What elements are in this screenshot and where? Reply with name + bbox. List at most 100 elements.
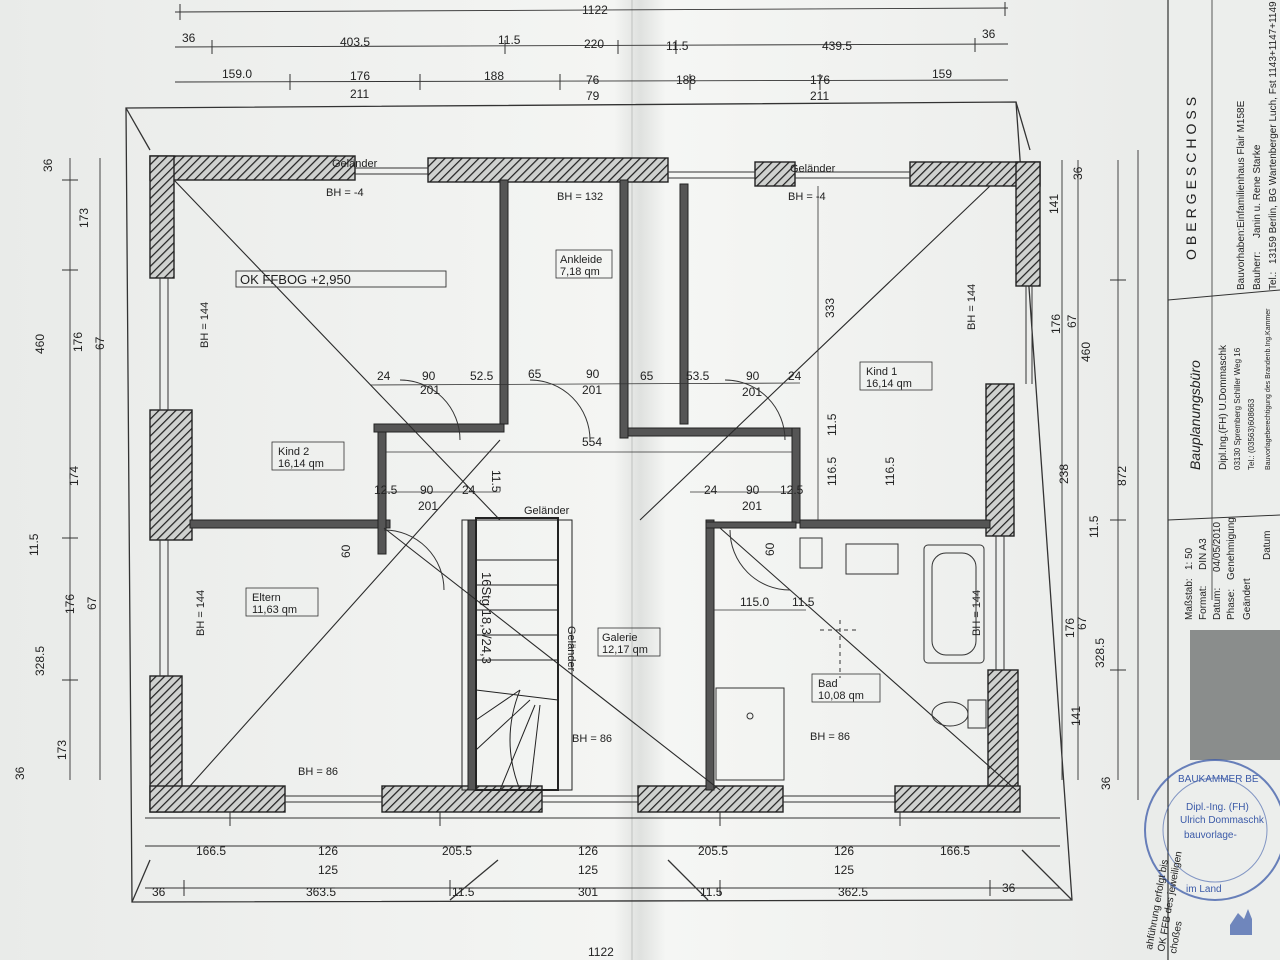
dim-top-total: 1122: [582, 3, 608, 17]
dim-bot-r1-2: 205.5: [442, 844, 472, 858]
room-name: Bad: [818, 678, 838, 690]
railing-label-galerie: Geländer: [565, 626, 577, 672]
dim-i-201a: 201: [420, 383, 440, 397]
room-area: 10,08 qm: [818, 690, 864, 702]
sill-height-bottom-mid: BH = 86: [572, 733, 612, 745]
door-swings: [383, 379, 823, 591]
dim-i-201c: 201: [742, 385, 762, 399]
room-area: 16,14 qm: [278, 458, 324, 470]
dim-top-r2-5: 176: [810, 73, 830, 87]
dim-i-554: 554: [582, 435, 602, 449]
stamp-mid1: Dipl.-Ing. (FH): [1186, 802, 1249, 813]
dim-i-201d: 201: [418, 499, 438, 513]
dim-top-r2-6: 159: [932, 67, 952, 81]
dim-bot-r1-6: 166.5: [940, 844, 970, 858]
dimension-ticks: [62, 2, 1126, 896]
tb-datum-label: Datum:: [1212, 588, 1223, 620]
stamp-bear-icon: [1230, 909, 1252, 935]
sill-height-bottom-right: BH = 86: [810, 731, 850, 743]
dim-i-60b: 60: [763, 542, 777, 556]
dim-right-o-8: 872: [1115, 466, 1129, 486]
tb-phase-label: Phase:: [1226, 589, 1237, 620]
dim-top-r2s-1: 79: [586, 89, 600, 103]
dim-i-90a: 90: [422, 369, 436, 383]
sill-height-top-left: BH = -4: [326, 187, 364, 199]
dim-right-o-6: 141: [1069, 706, 1083, 726]
dim-i-115: 11.5: [489, 470, 503, 493]
dim-bot-r1-4: 205.5: [698, 844, 728, 858]
dim-i-65a: 65: [528, 367, 542, 381]
dim-right-o-1: 141: [1047, 194, 1061, 214]
dim-bot-r1-0: 166.5: [196, 844, 226, 858]
dim-bot-r2-1: 363.5: [306, 885, 336, 899]
tb-phase: Genehmigung: [1226, 517, 1237, 580]
sill-height-bottom-left: BH = 86: [298, 766, 338, 778]
dim-bot-total: 1122: [588, 945, 614, 959]
room-area: 16,14 qm: [866, 378, 912, 390]
dim-left-o-1: 173: [77, 208, 91, 228]
dim-top-r1-1: 403.5: [340, 35, 370, 49]
dim-right-o-5: 328.5: [1093, 638, 1107, 668]
dim-top-r2s-0: 211: [350, 87, 369, 101]
dim-right-o-7: 36: [1099, 776, 1113, 790]
dim-i-125a: 12.5: [374, 483, 398, 497]
dim-right-i-3: 67: [1075, 616, 1089, 630]
dim-bot-r1-5: 126: [834, 844, 854, 858]
room-name: Galerie: [602, 632, 637, 644]
tb-bauvorhaben: Einfamilienhaus Flair M158E: [1236, 100, 1247, 228]
railing-label-stairs: Geländer: [524, 505, 570, 517]
dimension-lines: [69, 7, 1139, 889]
room-kind1: Kind 1 16,14 qm: [859, 361, 933, 391]
dim-i-90c: 90: [746, 369, 760, 383]
dim-i-115c: 11.5: [792, 595, 815, 609]
dim-i-333: 333: [823, 298, 837, 318]
dim-left-i-4: 67: [85, 596, 99, 610]
tb-sheet: OBERGESCHOSS: [1183, 93, 1199, 260]
tb-margin-note: Bauvorlageberechtigung des Brandenb.Ing.…: [1265, 308, 1272, 470]
room-area: 7,18 qm: [560, 266, 600, 278]
dim-i-60: 60: [339, 544, 353, 558]
room-eltern: Eltern 11,63 qm: [245, 587, 319, 617]
tb-bauherr-label: Bauherr:: [1252, 252, 1263, 290]
room-kind2: Kind 2 16,14 qm: [271, 441, 345, 471]
dimensions-top: 1122 36 403.5 11.5 220 11.5 439.5 36 159…: [182, 3, 996, 103]
dim-right-o-0: 36: [1071, 166, 1085, 180]
dim-i-24a: 24: [377, 369, 391, 383]
dim-i-125b: 12.5: [780, 483, 804, 497]
shower-drain: [746, 712, 754, 720]
sill-height-right-upper: BH = 144: [966, 284, 978, 330]
railing-label-top-right: Geländer: [790, 163, 836, 175]
dim-left-i-3: 176: [63, 594, 77, 614]
tb-engineer: Dipl.Ing.(FH) U.Dommaschk: [1218, 344, 1229, 470]
dim-bot-r2-0: 36: [152, 885, 166, 899]
dim-i-24c: 24: [462, 483, 476, 497]
dim-right-o-3: 238: [1057, 464, 1071, 484]
room-name: Ankleide: [560, 254, 602, 266]
dim-right-i-1: 67: [1065, 314, 1079, 328]
dimensions-bottom: 166.5 126 205.5 126 205.5 126 166.5 125 …: [152, 844, 1016, 959]
dim-bot-r2-2: 11.5: [452, 885, 475, 899]
dim-top-r1-6: 36: [982, 27, 996, 41]
roof-outline: [125, 101, 1073, 903]
dim-i-1165b: 116.5: [883, 457, 897, 486]
railing-label-top-left: Geländer: [332, 158, 378, 170]
dim-bot-r1-1: 126: [318, 844, 338, 858]
dim-top-r1-4: 11.5: [666, 39, 689, 53]
dim-i-1150: 115.0: [740, 595, 769, 609]
dim-bot-r1s-0: 125: [318, 863, 338, 877]
dim-i-535: 53.5: [686, 369, 710, 383]
dim-left-o-6: 36: [13, 766, 27, 780]
dim-top-r1-2: 11.5: [498, 33, 521, 47]
dim-right-i-0: 176: [1049, 314, 1063, 334]
dim-bot-r2-5: 362.5: [838, 885, 868, 899]
tb-bauvorhaben-label: Bauvorhaben:: [1236, 228, 1247, 290]
dim-top-r2-2: 188: [484, 69, 504, 83]
tb-format-label: Format:: [1198, 586, 1209, 620]
dim-i-201b: 201: [582, 383, 602, 397]
dim-left-o-5: 173: [55, 740, 69, 760]
dim-top-r2-3: 76: [586, 73, 600, 87]
tb-datum: 04/05/2010: [1212, 522, 1223, 572]
dim-i-24b: 24: [788, 369, 802, 383]
sill-height-right-lower: BH = 144: [971, 590, 983, 636]
